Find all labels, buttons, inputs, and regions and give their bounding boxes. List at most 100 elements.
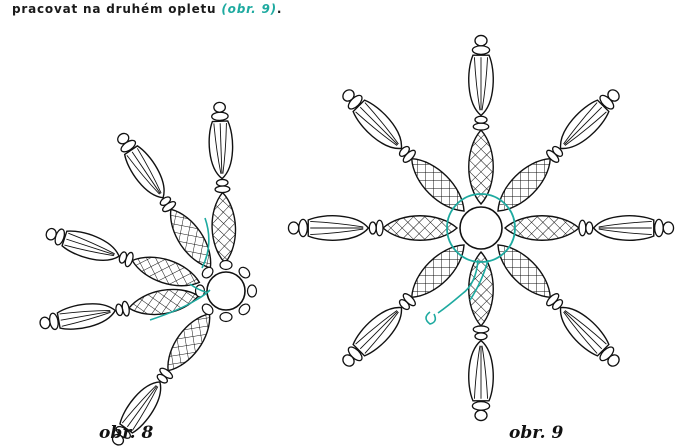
fig9-spoke-2 xyxy=(497,89,620,212)
fig8-spoke-1 xyxy=(208,101,237,265)
fig8-center-ring xyxy=(206,271,246,311)
fig9-spoke-7-lattice xyxy=(381,215,459,241)
fig9-spoke-8 xyxy=(342,89,465,212)
instruction-main: pracovat na druhém opletu xyxy=(12,2,217,16)
figure-reference-link[interactable]: (obr. 9) xyxy=(221,2,277,16)
fig9-spoke-1-lattice xyxy=(468,128,494,206)
fig9-spoke-3-lattice xyxy=(503,215,581,241)
fig8-spoke-2-tulip-rib xyxy=(126,155,160,195)
fig8-spoke-2 xyxy=(117,132,212,269)
fig9-spoke-4-tulip-rib xyxy=(563,310,603,350)
fig9-spoke-5-lattice xyxy=(468,250,494,328)
fig8-ring-bead xyxy=(201,303,214,316)
fig9-spoke-1-loop xyxy=(474,34,488,47)
fig9-spoke-6-tulip-rib xyxy=(364,311,399,354)
figure-8-label: obr. 8 xyxy=(99,423,154,443)
fig8-spoke-1-tulip-rib xyxy=(222,123,227,174)
fig8-spoke-1-tulip-rib xyxy=(213,123,222,174)
fig9-spoke-1-tulip-rib xyxy=(481,57,489,111)
fig9-spoke-7-tulip-rib xyxy=(310,220,364,228)
fig9-spoke-4-loop xyxy=(607,354,620,367)
fig8-spoke-3-tulip-rib xyxy=(64,244,115,257)
fig8-spoke-4-tulip xyxy=(56,303,117,330)
fig9-spoke-5-loop xyxy=(474,409,488,422)
fig8-spoke-4-tulip-rib xyxy=(59,309,111,315)
fig9-spoke-6-loop xyxy=(342,354,355,367)
fig9-spoke-3 xyxy=(503,215,675,241)
fig8-spoke-4-tulip-rib xyxy=(60,310,111,321)
fig8-spoke-5-lattice xyxy=(167,312,211,372)
fig9-spoke-8-tulip-rib xyxy=(355,111,398,146)
fig9-spoke-5-tulip-rib xyxy=(481,345,489,399)
fig9-spoke-5-collar xyxy=(472,325,490,334)
fig9-spoke-1-collar xyxy=(474,115,488,124)
figure-9-label: obr. 9 xyxy=(509,423,564,443)
fig9-spoke-5-tulip-rib xyxy=(473,345,481,399)
fig8-spoke-1-collar xyxy=(214,185,231,194)
fig8-ring-bead xyxy=(201,266,214,279)
fig8-spoke-3 xyxy=(45,227,201,287)
fig8-spoke-4-tulip-rib xyxy=(61,311,111,327)
fig8-spoke-5-tulip-rib xyxy=(132,386,159,431)
figure-8-thread xyxy=(149,217,211,321)
fig8-spoke-3-tulip-rib xyxy=(66,238,115,256)
fig9-spoke-3-loop xyxy=(662,221,675,235)
fig8-spoke-3-tulip xyxy=(61,230,120,261)
fig9-spoke-4 xyxy=(497,244,620,367)
fig9-spoke-6-tulip-rib xyxy=(355,310,398,345)
fig9-spoke-8-lattice xyxy=(410,157,465,212)
fig9-spoke-3-collar xyxy=(578,219,587,237)
fig8-spoke-2-loop xyxy=(117,132,130,145)
fig8-spoke-1-lattice xyxy=(211,191,237,265)
fig9-spoke-6-lattice xyxy=(410,244,465,299)
fig8-spoke-3-tulip-rib xyxy=(68,232,115,255)
fig8-spoke-5-loop xyxy=(111,433,125,446)
fig9-spoke-6 xyxy=(342,244,465,367)
fig9-center-ring xyxy=(459,206,503,250)
fig8-spoke-2-tulip-rib xyxy=(136,148,162,194)
fig9-spoke-1 xyxy=(468,34,494,206)
fig8-spoke-1-tulip-rib xyxy=(219,123,223,174)
fig8-ring-bead xyxy=(219,259,233,271)
fig9-spoke-7-tulip-rib xyxy=(310,228,364,236)
fig9-spoke-8-tulip-rib xyxy=(364,102,399,145)
fig9-spoke-7-collar xyxy=(368,221,377,235)
fig9-spoke-3-tulip-rib xyxy=(598,228,652,236)
figure-9-drawing xyxy=(287,34,675,422)
fig9-spoke-5-collar xyxy=(474,332,488,341)
fig9-spoke-5 xyxy=(468,250,494,422)
fig8-ring-bead xyxy=(246,284,258,298)
fig9-spoke-7-cap xyxy=(298,218,309,238)
fig9-spoke-8-loop xyxy=(342,89,355,102)
fig9-spoke-2-lattice xyxy=(497,157,552,212)
fig9-spoke-1-cap xyxy=(471,45,491,56)
fig9-spoke-1-collar xyxy=(472,122,490,131)
fig9-spoke-1-tulip-rib xyxy=(473,57,481,111)
figure-9-thread xyxy=(425,259,489,325)
fig9-spoke-4-tulip-rib xyxy=(564,310,607,345)
fig8-spoke-5-tulip-rib xyxy=(126,385,158,428)
fig9-spoke-2-loop xyxy=(607,89,620,102)
fig9-spoke-7-collar xyxy=(375,219,384,237)
fig9-spoke-8-tulip-rib xyxy=(359,106,399,146)
fig9-spoke-2-tulip-rib xyxy=(563,106,603,146)
figure-8-drawing xyxy=(39,101,258,446)
fig8-ring-bead xyxy=(238,266,251,279)
fig8-ring-bead xyxy=(238,303,251,316)
fig9-spoke-4-tulip-rib xyxy=(563,311,598,354)
fig8-spoke-1-loop xyxy=(213,101,226,113)
figure-9-thread-ring xyxy=(446,193,516,263)
fig8-spoke-5 xyxy=(111,312,211,446)
fig8-spoke-2-tulip-rib xyxy=(131,151,161,194)
fig9-spoke-3-cap xyxy=(653,218,664,238)
fig9-spoke-6-tulip-rib xyxy=(359,310,399,350)
fig8-spoke-1-cap xyxy=(211,111,229,122)
fig9-spoke-7-loop xyxy=(287,221,300,235)
fig8-ring-bead xyxy=(219,311,233,323)
fig8-spoke-3-loop xyxy=(45,227,57,241)
fig9-spoke-3-collar xyxy=(585,221,594,235)
fig8-spoke-5-tulip-rib xyxy=(121,385,157,424)
fig9-spoke-3-tulip-rib xyxy=(598,220,652,228)
fig9-spoke-5-cap xyxy=(471,400,491,411)
